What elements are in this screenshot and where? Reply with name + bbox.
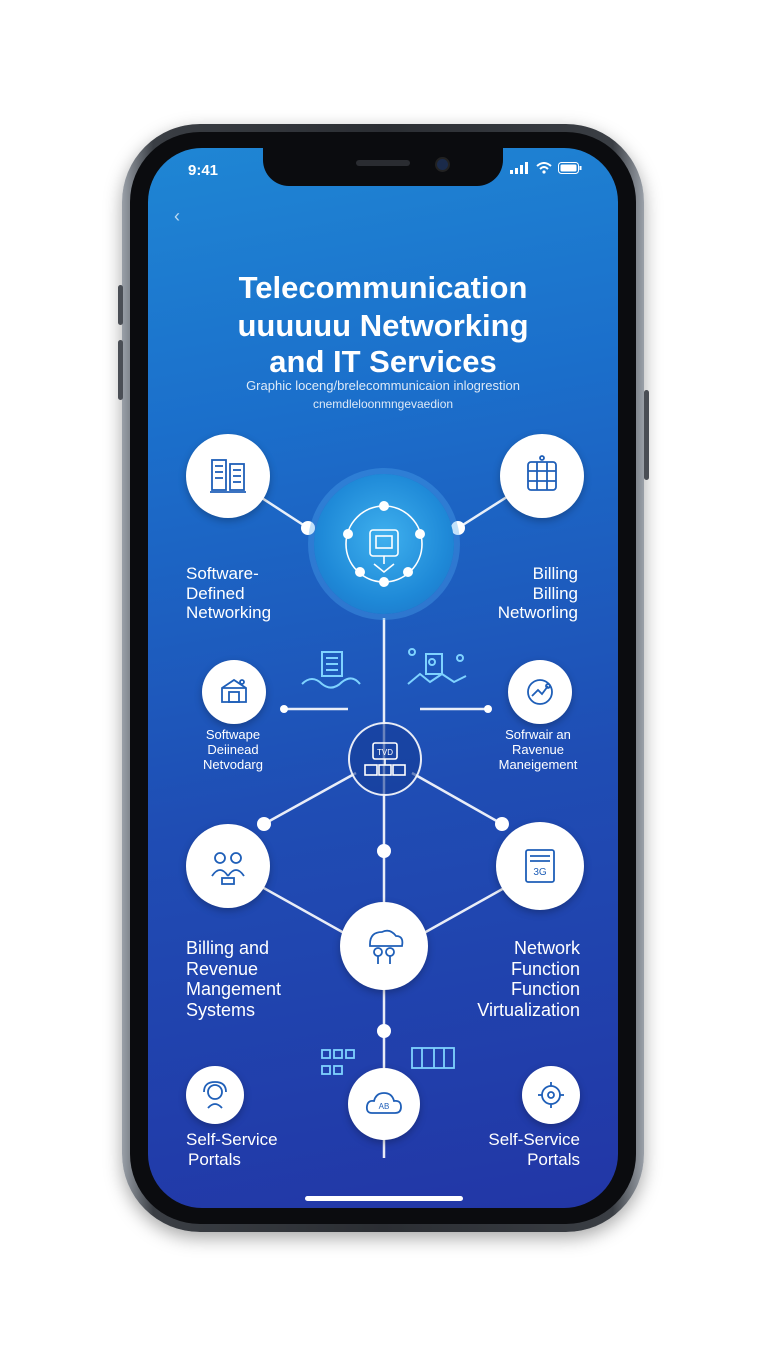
label-billing-networking: Billing Billing Networling: [497, 564, 578, 623]
lower-hub[interactable]: [340, 902, 428, 990]
node-self-service-portals-left[interactable]: [186, 1066, 244, 1124]
node-billing-revenue-management[interactable]: [186, 824, 270, 908]
server-rack-icon: [210, 459, 246, 493]
subtitle-line-2: cnemdleloonmngevaedion: [312, 397, 454, 411]
label-billing-revenue-management-systems: Billing and Revenue Mangement Systems: [186, 938, 282, 1021]
page-title-line-3: and IT Services: [269, 344, 497, 379]
label-network-function-virtualization: Network Function Function Virtualization: [477, 938, 580, 1021]
panel-grid-icon: [411, 1047, 455, 1069]
bottom-hub[interactable]: AB: [348, 1068, 420, 1140]
svg-text:AB: AB: [379, 1102, 390, 1111]
node-software-revenue-management[interactable]: [508, 660, 572, 724]
label-self-service-portals-right: Self-Service Portals: [488, 1130, 580, 1169]
cloud-icon: AB: [365, 1092, 402, 1114]
network-tools-icon: [407, 648, 467, 685]
center-hub[interactable]: [314, 474, 454, 614]
power-button: [644, 390, 649, 480]
node-software-defined-networking[interactable]: [186, 434, 270, 518]
signal-icon: [510, 162, 528, 174]
wifi-icon: [536, 162, 552, 174]
mid-hub[interactable]: TVD: [348, 722, 422, 796]
support-agent-icon: [203, 1081, 227, 1109]
cluster-icon: [321, 1049, 355, 1075]
volume-button: [118, 340, 123, 400]
cloud-people-icon: [369, 929, 404, 964]
screen: 9:41 ‹ Telecommunication uuuuuu Networki…: [148, 148, 618, 1208]
label-software-defined-networking: Software- Defined Networking: [186, 564, 272, 623]
settings-globe-icon: [538, 1082, 564, 1108]
battery-icon: [558, 162, 582, 174]
label-software-defined-networking-2: Softwape Deiinead Netvodarg: [203, 727, 263, 772]
svg-text:TVD: TVD: [377, 748, 393, 757]
box-network-icon: [221, 678, 247, 703]
server-stack-icon: TVD: [364, 742, 406, 776]
front-camera: [435, 157, 450, 172]
document-wave-icon: [301, 651, 361, 689]
status-icons: [510, 162, 582, 174]
network-hub-icon: [343, 501, 425, 587]
back-arrow-icon[interactable]: ‹: [174, 206, 180, 226]
page-title-line-1: Telecommunication: [238, 270, 528, 305]
node-network-function-virtualization[interactable]: 3G: [496, 822, 584, 910]
label-self-service-portals-left: Self-Service Portals: [186, 1130, 278, 1169]
node-software-defined-networking-2[interactable]: [202, 660, 266, 724]
node-self-service-portals-right[interactable]: [522, 1066, 580, 1124]
volume-button: [118, 285, 123, 325]
node-billing-networking[interactable]: [500, 434, 584, 518]
data-center-icon: [527, 455, 557, 491]
status-time: 9:41: [188, 162, 219, 179]
people-network-icon: [211, 852, 245, 885]
svg-text:3G: 3G: [533, 867, 547, 878]
document-3g-icon: 3G: [525, 849, 555, 883]
label-software-revenue-management: Sofrwair an Ravenue Maneigement: [498, 727, 578, 772]
notch: [263, 148, 503, 186]
speaker-grille: [356, 160, 410, 166]
subtitle-line-1: Graphic loceng/brelecommunicaion inlogre…: [246, 378, 520, 393]
page-title-line-2: uuuuuu Networking: [237, 308, 529, 343]
analytics-icon: [527, 679, 553, 705]
home-indicator[interactable]: [305, 1196, 463, 1201]
